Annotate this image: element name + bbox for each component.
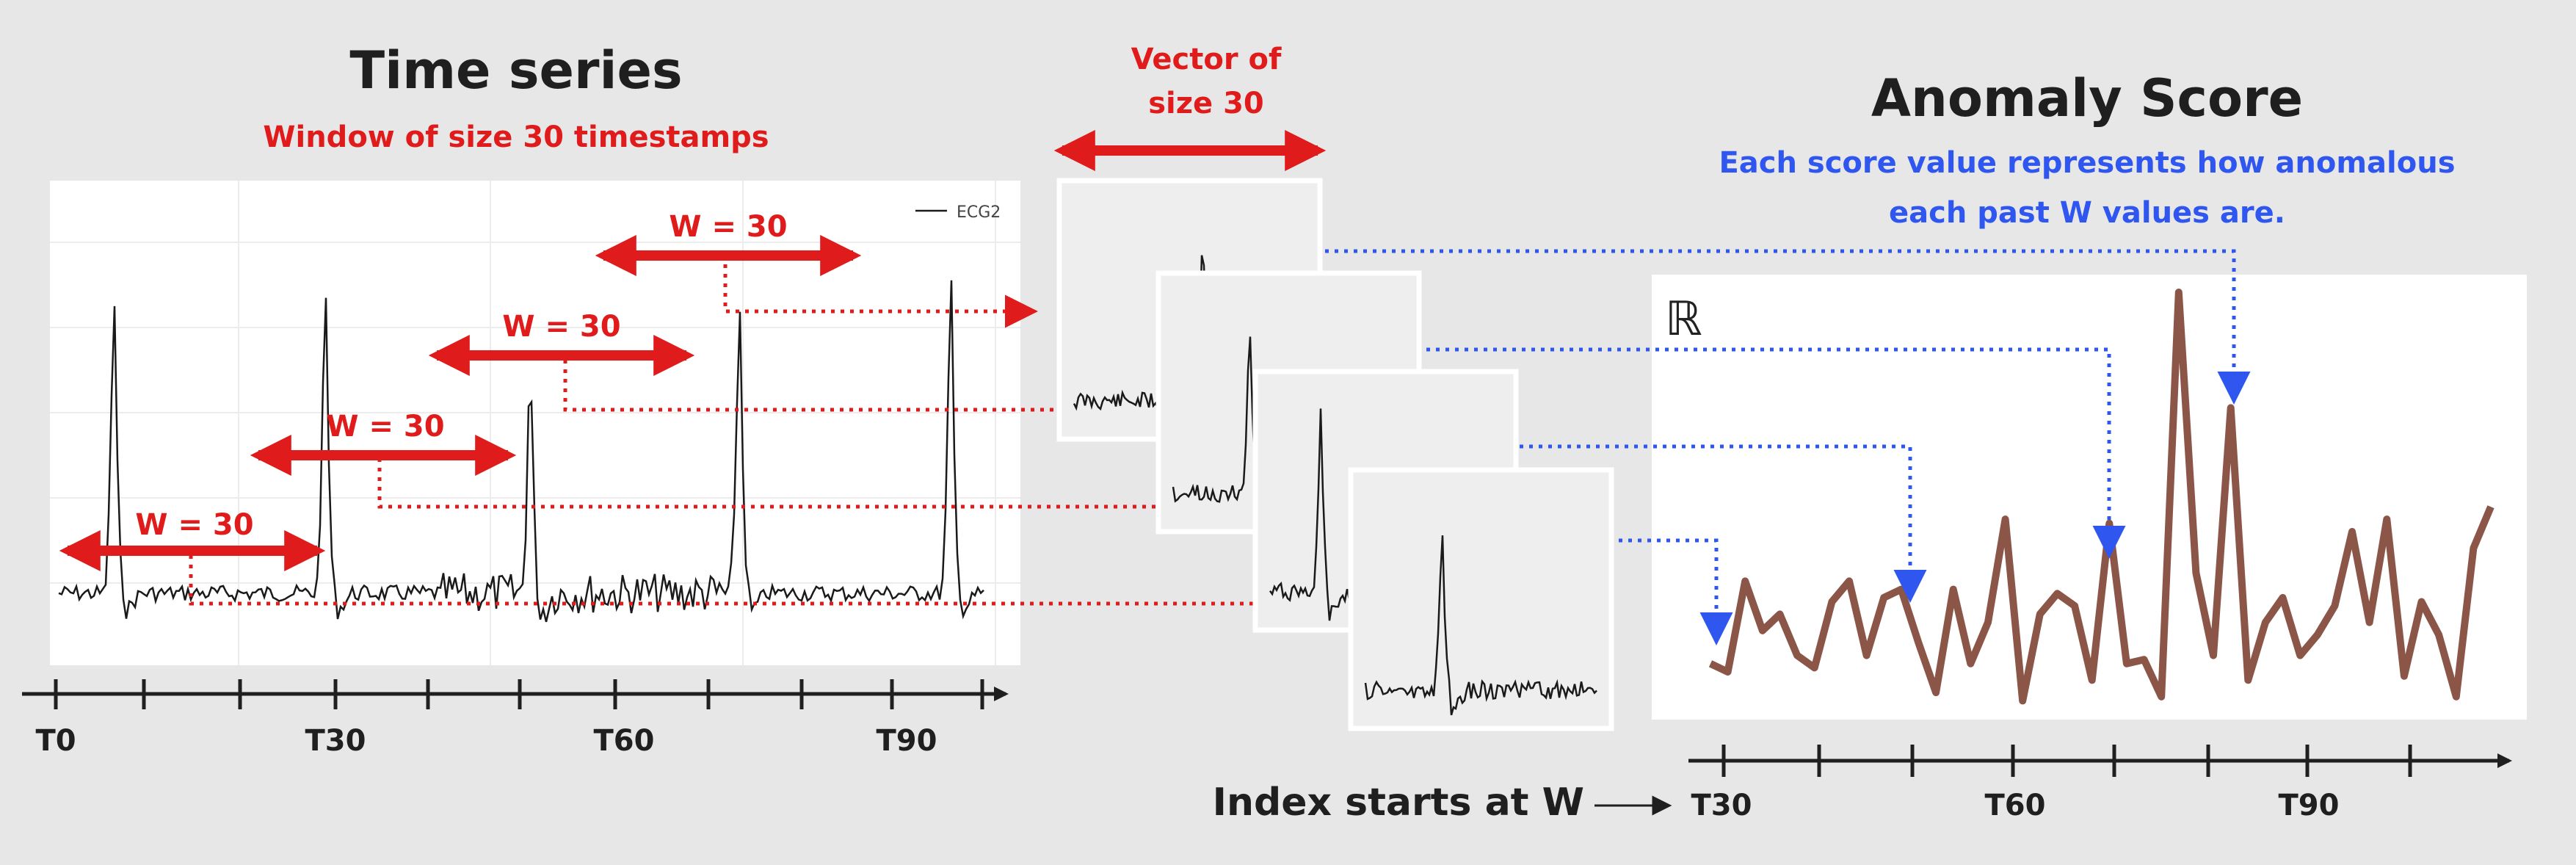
window-link-1	[189, 555, 1346, 620]
anomaly-score-title: Anomaly Score	[1871, 68, 2303, 129]
anomaly-score-subtitle-line1: Each score value represents how anomalou…	[1719, 146, 2455, 180]
ecg-legend: ECG2	[915, 203, 1001, 222]
mapping-line-2	[1520, 444, 1927, 603]
tick-t0: T0	[35, 724, 76, 758]
window-label-3: W = 30	[502, 310, 620, 344]
time-axis-right	[1688, 745, 2512, 777]
tick-t30: T30	[305, 724, 366, 758]
vector-card-4	[1348, 467, 1614, 731]
tick-t60: T60	[594, 724, 655, 758]
anomaly-score-subtitle-line2: each past W values are.	[1889, 196, 2285, 230]
vector-signal	[1364, 535, 1597, 716]
vector-label-line1: Vector of	[1131, 43, 1282, 76]
tick-t90: T90	[877, 724, 937, 758]
mapping-line-1	[1619, 538, 1733, 645]
window-link-4	[723, 264, 1038, 328]
time-series-subtitle: Window of size 30 timestamps	[263, 120, 769, 154]
score-tick-t30: T30	[1691, 789, 1752, 822]
mapping-line-4	[1325, 249, 2251, 405]
window-label-1: W = 30	[135, 508, 253, 542]
score-tick-t60: T60	[1985, 789, 2046, 822]
vector-label-line2: size 30	[1148, 87, 1264, 120]
index-note: Index starts at W	[1213, 781, 1584, 825]
time-series-title: Time series	[349, 40, 682, 101]
score-plot: ℝ	[1652, 275, 2527, 720]
ecg-signal	[58, 280, 984, 623]
reals-symbol: ℝ	[1665, 292, 1702, 347]
score-series-line	[1708, 289, 2495, 705]
time-series-plot: ECG2	[50, 181, 1020, 665]
score-tick-t90: T90	[2279, 789, 2340, 822]
window-label-4: W = 30	[669, 210, 787, 244]
window-label-2: W = 30	[326, 410, 444, 444]
window-link-3	[563, 360, 1152, 427]
time-axis-left	[22, 679, 1009, 709]
window-link-2	[377, 458, 1251, 524]
legend-label: ECG2	[957, 203, 1001, 222]
